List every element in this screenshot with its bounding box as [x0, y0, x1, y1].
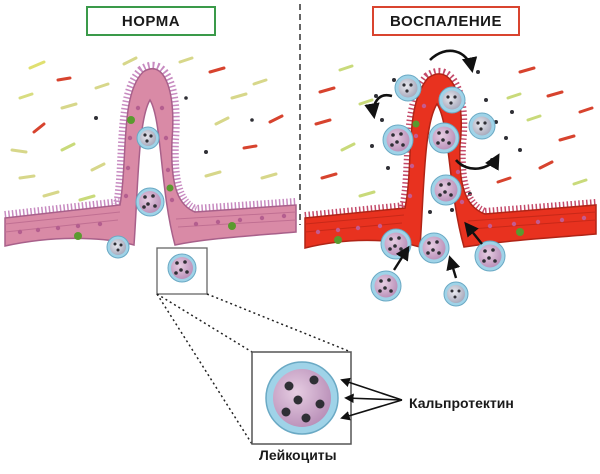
- leukocyte-inflamed-1: [394, 74, 422, 102]
- inflammation-panel-label: ВОСПАЛЕНИЕ: [372, 6, 520, 36]
- inflamed-villus: [304, 67, 597, 249]
- calprotectin-granules: [281, 375, 325, 423]
- bacteria-inflamed: [314, 64, 594, 198]
- arrow-icon: [446, 255, 461, 279]
- leukocyte-inflamed-4: [382, 124, 414, 156]
- leukocyte-inflamed-11: [443, 281, 469, 307]
- curved-arrow-icon: [364, 93, 393, 120]
- leukocyte-inflamed-8: [418, 232, 450, 264]
- inflammation-panel: [304, 49, 597, 307]
- leukocyte-normal-2: [135, 187, 165, 217]
- arrow-icon: [392, 245, 410, 271]
- leukocyte-inflamed-5: [428, 122, 460, 154]
- leukocyte-normal-1: [136, 126, 160, 150]
- leukocyte-inflamed-6: [430, 174, 462, 206]
- calprotectin-pointers: [340, 377, 403, 421]
- leukocyte-zoom-source: [167, 253, 197, 283]
- normal-panel-label: НОРМА: [86, 6, 216, 36]
- leukocyte-inflamed-10: [370, 270, 402, 302]
- leukocytes-inflamed: [370, 74, 506, 307]
- arrow-icon: [340, 377, 403, 401]
- leukocytes-label: Лейкоциты: [259, 447, 337, 463]
- migration-arrows: [392, 221, 483, 279]
- release-arrows: [364, 49, 500, 171]
- normal-villus: [4, 61, 297, 247]
- free-granules-normal: [94, 96, 254, 154]
- zoom-callout: [156, 293, 403, 445]
- curved-arrow-icon: [429, 49, 478, 74]
- leukocyte-inflamed-7: [380, 228, 412, 260]
- normal-panel: [4, 56, 297, 295]
- arrow-icon: [340, 399, 403, 421]
- calprotectin-label: Кальпротектин: [409, 395, 514, 411]
- arrow-icon: [344, 393, 403, 404]
- leukocyte-inflamed-3: [468, 112, 496, 140]
- curved-arrow-icon: [455, 153, 500, 171]
- leukocyte-inflamed-2: [438, 86, 466, 114]
- bacteria-normal: [10, 56, 284, 202]
- leukocyte-inflamed-9: [474, 240, 506, 272]
- leukocyte-zoomed: [265, 361, 339, 435]
- arrow-icon: [464, 221, 483, 245]
- leukocyte-normal-3: [106, 235, 130, 259]
